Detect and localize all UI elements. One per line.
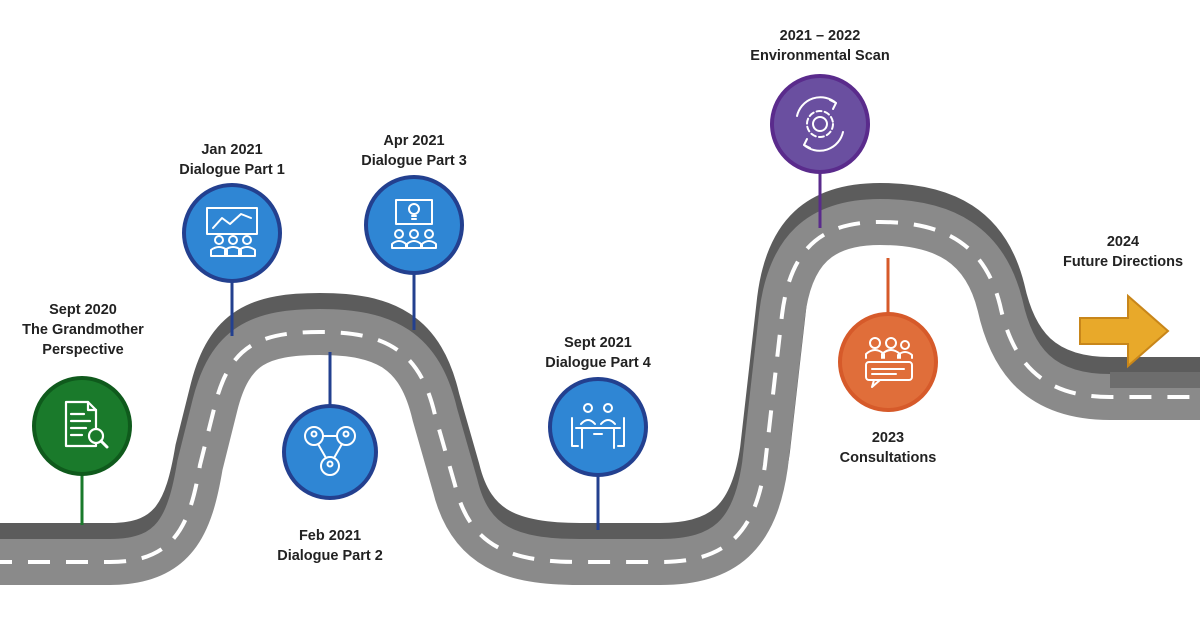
- milestone-m4-date: Apr 2021: [383, 133, 445, 149]
- milestone-m1-marker: [32, 376, 132, 476]
- milestone-m1-date: Sept 2020: [49, 302, 117, 318]
- milestone-m2-label: Jan 2021 Dialogue Part 1: [162, 140, 302, 180]
- milestone-m6-label: 2021 – 2022 Environmental Scan: [740, 26, 900, 66]
- milestone-m8: [1079, 293, 1170, 369]
- group-collaboration-icon: [304, 426, 356, 476]
- milestone-m8-label: 2024 Future Directions: [1048, 232, 1198, 272]
- document-search-icon: [64, 400, 109, 449]
- milestone-m3-marker: [282, 404, 378, 500]
- milestone-m3-date: Feb 2021: [298, 528, 362, 544]
- milestone-m5: [548, 377, 648, 530]
- people-speech-icon: [865, 337, 913, 388]
- milestone-m3-title-line-1: Dialogue Part 2: [277, 548, 383, 564]
- milestone-m7: [838, 258, 938, 412]
- milestone-m7-date: 2023: [871, 430, 905, 446]
- milestone-m8-title-line-1: Future Directions: [1062, 254, 1184, 270]
- arrow-right-icon: [1079, 293, 1170, 369]
- milestone-m4-title-line-1: Dialogue Part 3: [361, 153, 467, 169]
- idea-screen-audience-icon: [391, 199, 437, 249]
- meeting-table-icon: [571, 403, 625, 449]
- milestone-m3: [282, 352, 378, 500]
- milestone-m5-label: Sept 2021 Dialogue Part 4: [528, 333, 668, 373]
- milestone-m3-label: Feb 2021 Dialogue Part 2: [260, 526, 400, 566]
- milestone-m2: [182, 183, 282, 336]
- milestone-m1-title-line-2: Perspective: [42, 342, 124, 358]
- milestone-m7-label: 2023 Consultations: [818, 428, 958, 468]
- milestone-m4-label: Apr 2021 Dialogue Part 3: [344, 131, 484, 171]
- gear-cycle-icon: [796, 96, 844, 152]
- milestone-m6: [770, 74, 870, 228]
- milestone-m5-title-line-1: Dialogue Part 4: [545, 355, 651, 371]
- milestone-m5-date: Sept 2021: [564, 335, 632, 351]
- milestone-m6-marker: [770, 74, 870, 174]
- milestone-m1-title-line-1: The Grandmother: [22, 322, 144, 338]
- milestone-m7-title-line-1: Consultations: [839, 450, 937, 466]
- milestone-m4: [364, 175, 464, 330]
- milestone-m2-title-line-1: Dialogue Part 1: [179, 162, 285, 178]
- milestone-m2-date: Jan 2021: [201, 142, 263, 158]
- milestone-m6-title-line-1: Environmental Scan: [750, 48, 890, 64]
- milestone-m8-date: 2024: [1106, 234, 1140, 250]
- milestone-m6-date: 2021 – 2022: [779, 28, 861, 44]
- milestone-m1: [32, 376, 132, 525]
- road-lane-markings: [0, 219, 1200, 564]
- presentation-audience-icon: [206, 207, 258, 257]
- milestone-m1-label: Sept 2020 The Grandmother Perspective: [0, 300, 166, 360]
